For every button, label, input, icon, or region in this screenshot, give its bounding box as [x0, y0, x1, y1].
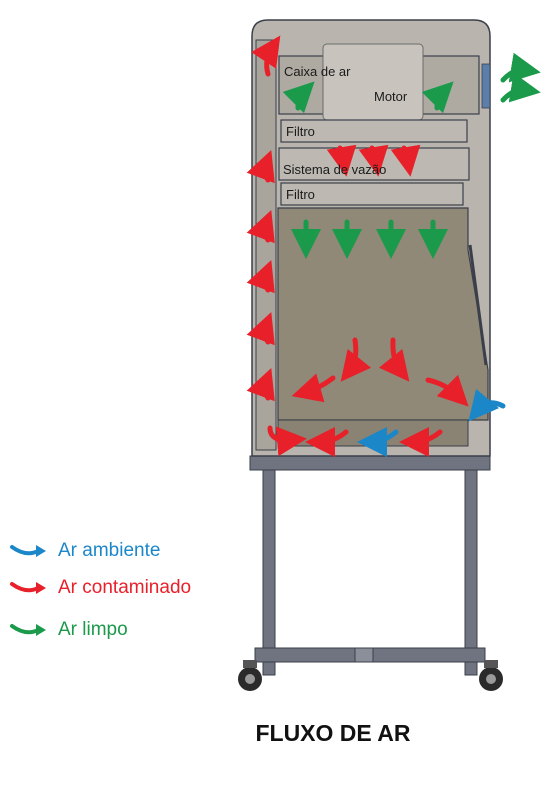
label-fan-box: Caixa de ar [284, 64, 351, 79]
contaminated-air-arrows [246, 35, 469, 457]
label-filter-bottom: Filtro [286, 187, 315, 202]
stand-leg-left [262, 469, 276, 676]
legend-item-ambient: Ar ambiente [8, 540, 160, 562]
caster-wheels [238, 660, 503, 691]
label-filter-top: Filtro [286, 124, 315, 139]
stand [249, 455, 491, 676]
exhaust-grille [481, 63, 491, 109]
label-flow-system: Sistema de vazão [283, 162, 387, 177]
motor-housing [322, 43, 424, 121]
filter-top-panel [280, 119, 468, 143]
stand-top-rail [249, 455, 491, 471]
blue-arrow-icon [10, 545, 46, 557]
legend-label-clean: Ar limpo [58, 619, 128, 640]
legend-item-contaminated: Ar contaminado [8, 577, 191, 599]
red-arrow-icon [10, 582, 46, 594]
legend-label-contaminated: Ar contaminado [58, 577, 192, 598]
ambient-air-arrows [357, 388, 506, 457]
diagram-title: FLUXO DE AR [255, 720, 411, 746]
green-arrow-icon [10, 624, 46, 636]
label-motor: Motor [374, 89, 408, 104]
filter-bottom-panel [280, 182, 464, 206]
legend-label-ambient: Ar ambiente [58, 540, 161, 561]
work-area [277, 207, 489, 421]
legend-item-clean: Ar limpo [8, 619, 128, 641]
clean-air-arrows [282, 52, 541, 259]
stand-leg-right [464, 469, 478, 676]
